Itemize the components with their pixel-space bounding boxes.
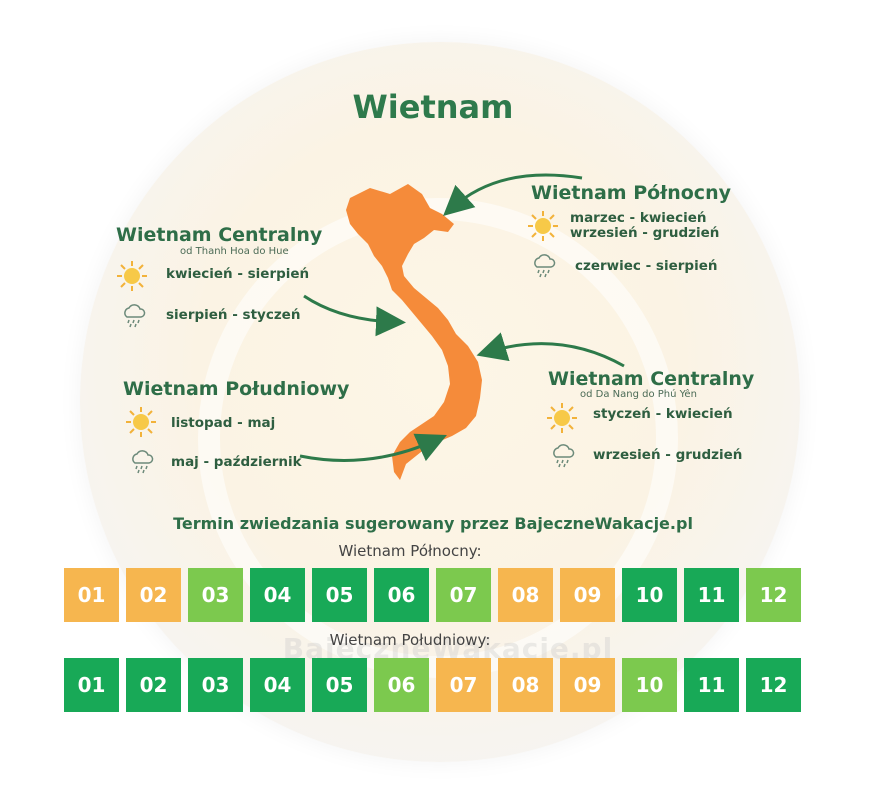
sun-icon — [117, 261, 147, 291]
sun-icon — [528, 211, 558, 241]
north-sun-line1: marzec - kwiecień — [570, 210, 707, 226]
curved-arrow-icon — [299, 433, 447, 462]
north-rain: czerwiec - sierpień — [575, 258, 718, 274]
south-sun: listopad - maj — [171, 415, 276, 431]
region-title-south: Wietnam Południowy — [123, 378, 350, 400]
month-cell: 05 — [312, 658, 367, 712]
curved-arrow-icon — [303, 294, 406, 337]
month-cell: 03 — [188, 568, 243, 622]
south-rain: maj - październik — [171, 454, 302, 470]
month-cell: 09 — [560, 658, 615, 712]
month-cell: 03 — [188, 658, 243, 712]
month-cell: 07 — [436, 658, 491, 712]
rain-cloud-icon — [553, 444, 575, 468]
month-cell: 08 — [498, 658, 553, 712]
page-title: Wietnam — [352, 88, 514, 126]
month-cell: 11 — [684, 568, 739, 622]
north-row-label: Wietnam Północny: — [338, 542, 482, 560]
region-title-central-right: Wietnam Centralny — [548, 368, 755, 390]
month-cell: 09 — [560, 568, 615, 622]
month-cell: 07 — [436, 568, 491, 622]
month-cell: 04 — [250, 658, 305, 712]
rain-cloud-icon — [534, 254, 556, 278]
sun-icon — [547, 403, 577, 433]
month-cell: 06 — [374, 568, 429, 622]
curved-arrow-icon — [476, 332, 625, 368]
region-title-north: Wietnam Północny — [531, 182, 731, 204]
rain-cloud-icon — [124, 304, 146, 328]
month-cell: 10 — [622, 568, 677, 622]
central-right-rain: wrzesień - grudzień — [593, 447, 743, 463]
month-cell: 12 — [746, 568, 801, 622]
south-row-label: Wietnam Południowy: — [329, 631, 491, 649]
month-cell: 04 — [250, 568, 305, 622]
month-cell: 01 — [64, 658, 119, 712]
month-cell: 08 — [498, 568, 553, 622]
month-cell: 02 — [126, 658, 181, 712]
month-cell: 05 — [312, 568, 367, 622]
vietnam-map — [346, 184, 482, 480]
region-sub-central-left: od Thanh Hoa do Hue — [180, 246, 289, 257]
curved-arrow-icon — [443, 173, 583, 217]
north-sun-line2: wrzesień - grudzień — [570, 225, 720, 241]
region-sub-central-right: od Da Nang do Phú Yên — [580, 389, 697, 400]
month-cell: 02 — [126, 568, 181, 622]
rain-cloud-icon — [132, 450, 154, 474]
schedule-heading: Termin zwiedzania sugerowany przez Bajec… — [173, 514, 693, 533]
sun-icon — [126, 407, 156, 437]
month-cell: 11 — [684, 658, 739, 712]
month-cell: 10 — [622, 658, 677, 712]
central-left-rain: sierpień - styczeń — [166, 307, 301, 323]
central-left-sun: kwiecień - sierpień — [166, 266, 310, 282]
month-cell: 12 — [746, 658, 801, 712]
month-cell: 01 — [64, 568, 119, 622]
central-right-sun: styczeń - kwiecień — [593, 406, 733, 422]
month-cell: 06 — [374, 658, 429, 712]
region-title-central-left: Wietnam Centralny — [116, 224, 323, 246]
